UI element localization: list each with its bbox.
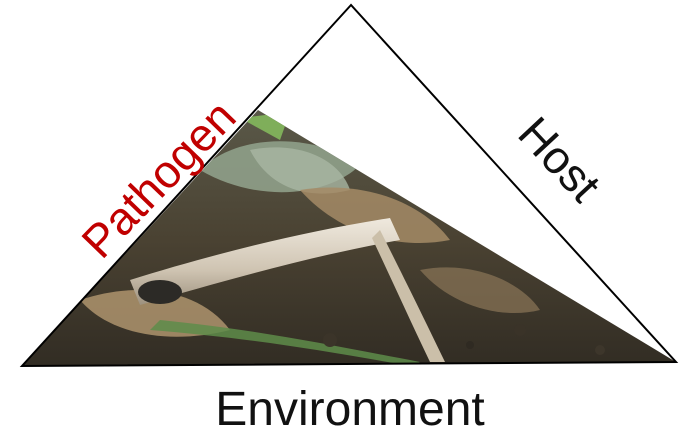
environment-label: Environment <box>215 383 484 433</box>
